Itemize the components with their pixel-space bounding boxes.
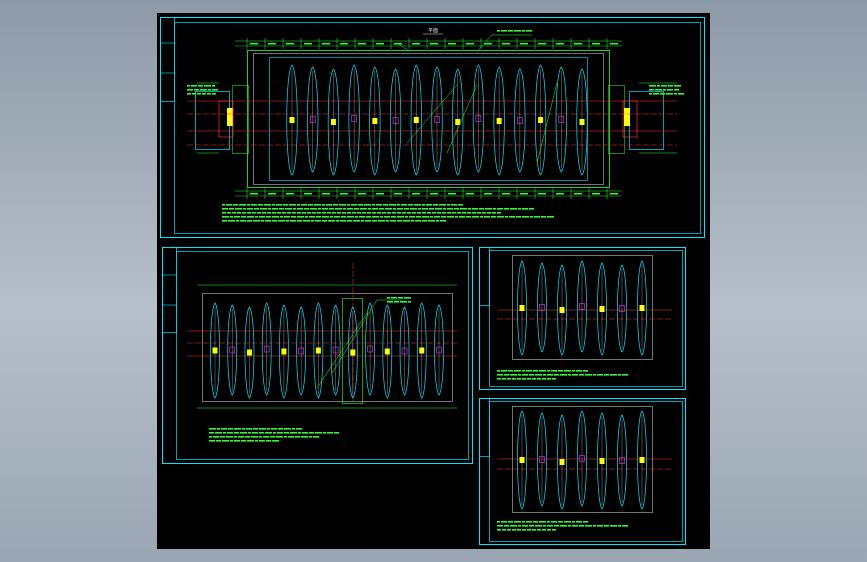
boat-outline: [210, 302, 220, 399]
partial-plan-notes: [209, 297, 411, 442]
boat-outline: [514, 68, 526, 173]
boat-outline: [431, 66, 443, 173]
boat-outline: [597, 262, 607, 356]
boat-outline: [555, 66, 567, 173]
detail-b-boats: [517, 410, 647, 510]
boat-outline: [410, 64, 422, 176]
boat-outline: [261, 302, 272, 396]
cad-svg: 平面: [160, 17, 705, 545]
boat-outline: [390, 68, 402, 173]
boat-outline: [493, 66, 505, 176]
boat-outline: [517, 260, 527, 356]
boat-outline: [313, 302, 324, 399]
boat-outline: [637, 260, 647, 356]
detail-b-notes: [497, 521, 628, 531]
boat-outline: [537, 262, 547, 353]
boat-outline: [597, 412, 607, 510]
boat-outline: [517, 410, 527, 510]
boat-outline: [535, 64, 547, 176]
main-plan-ticks: [246, 38, 618, 199]
boat-outline: [330, 304, 341, 396]
partial-plan-boats: [210, 302, 444, 399]
boat-outline: [557, 264, 567, 356]
boat-outline: [576, 68, 588, 176]
detail-a-boats: [517, 260, 647, 356]
detail-a-sheet: [479, 247, 686, 390]
main-plan-notes: [187, 30, 684, 222]
boat-outline: [399, 306, 410, 396]
partial-plan-sheet: [162, 247, 473, 464]
boat-outline: [286, 64, 298, 176]
sheet-title: 平面: [428, 28, 438, 34]
detail-b-sheet: [479, 398, 686, 545]
boat-outline: [307, 66, 319, 173]
boat-outline: [327, 68, 339, 176]
boat-outline: [416, 302, 427, 399]
boat-outline: [452, 68, 464, 176]
boat-outline: [296, 306, 307, 396]
detail-a-notes: [497, 370, 628, 380]
main-plan-boats: [286, 64, 588, 176]
boat-outline: [369, 66, 381, 176]
boat-outline: [227, 304, 238, 396]
boat-outline: [434, 304, 444, 396]
boat-outline: [557, 414, 567, 510]
boat-outline: [365, 302, 375, 396]
cad-drawing-canvas[interactable]: 平面: [157, 13, 710, 549]
boat-outline: [382, 304, 393, 399]
boat-outline: [617, 264, 627, 353]
boat-outline: [637, 410, 647, 510]
boat-outline: [244, 306, 255, 399]
boat-outline: [577, 260, 587, 353]
boat-outline: [617, 414, 627, 507]
boat-outline: [279, 304, 289, 399]
main-plan-sheet: 平面: [160, 17, 705, 238]
boat-outline: [577, 410, 587, 507]
boat-outline: [348, 64, 360, 173]
boat-outline: [472, 64, 484, 173]
boat-outline: [537, 412, 547, 507]
